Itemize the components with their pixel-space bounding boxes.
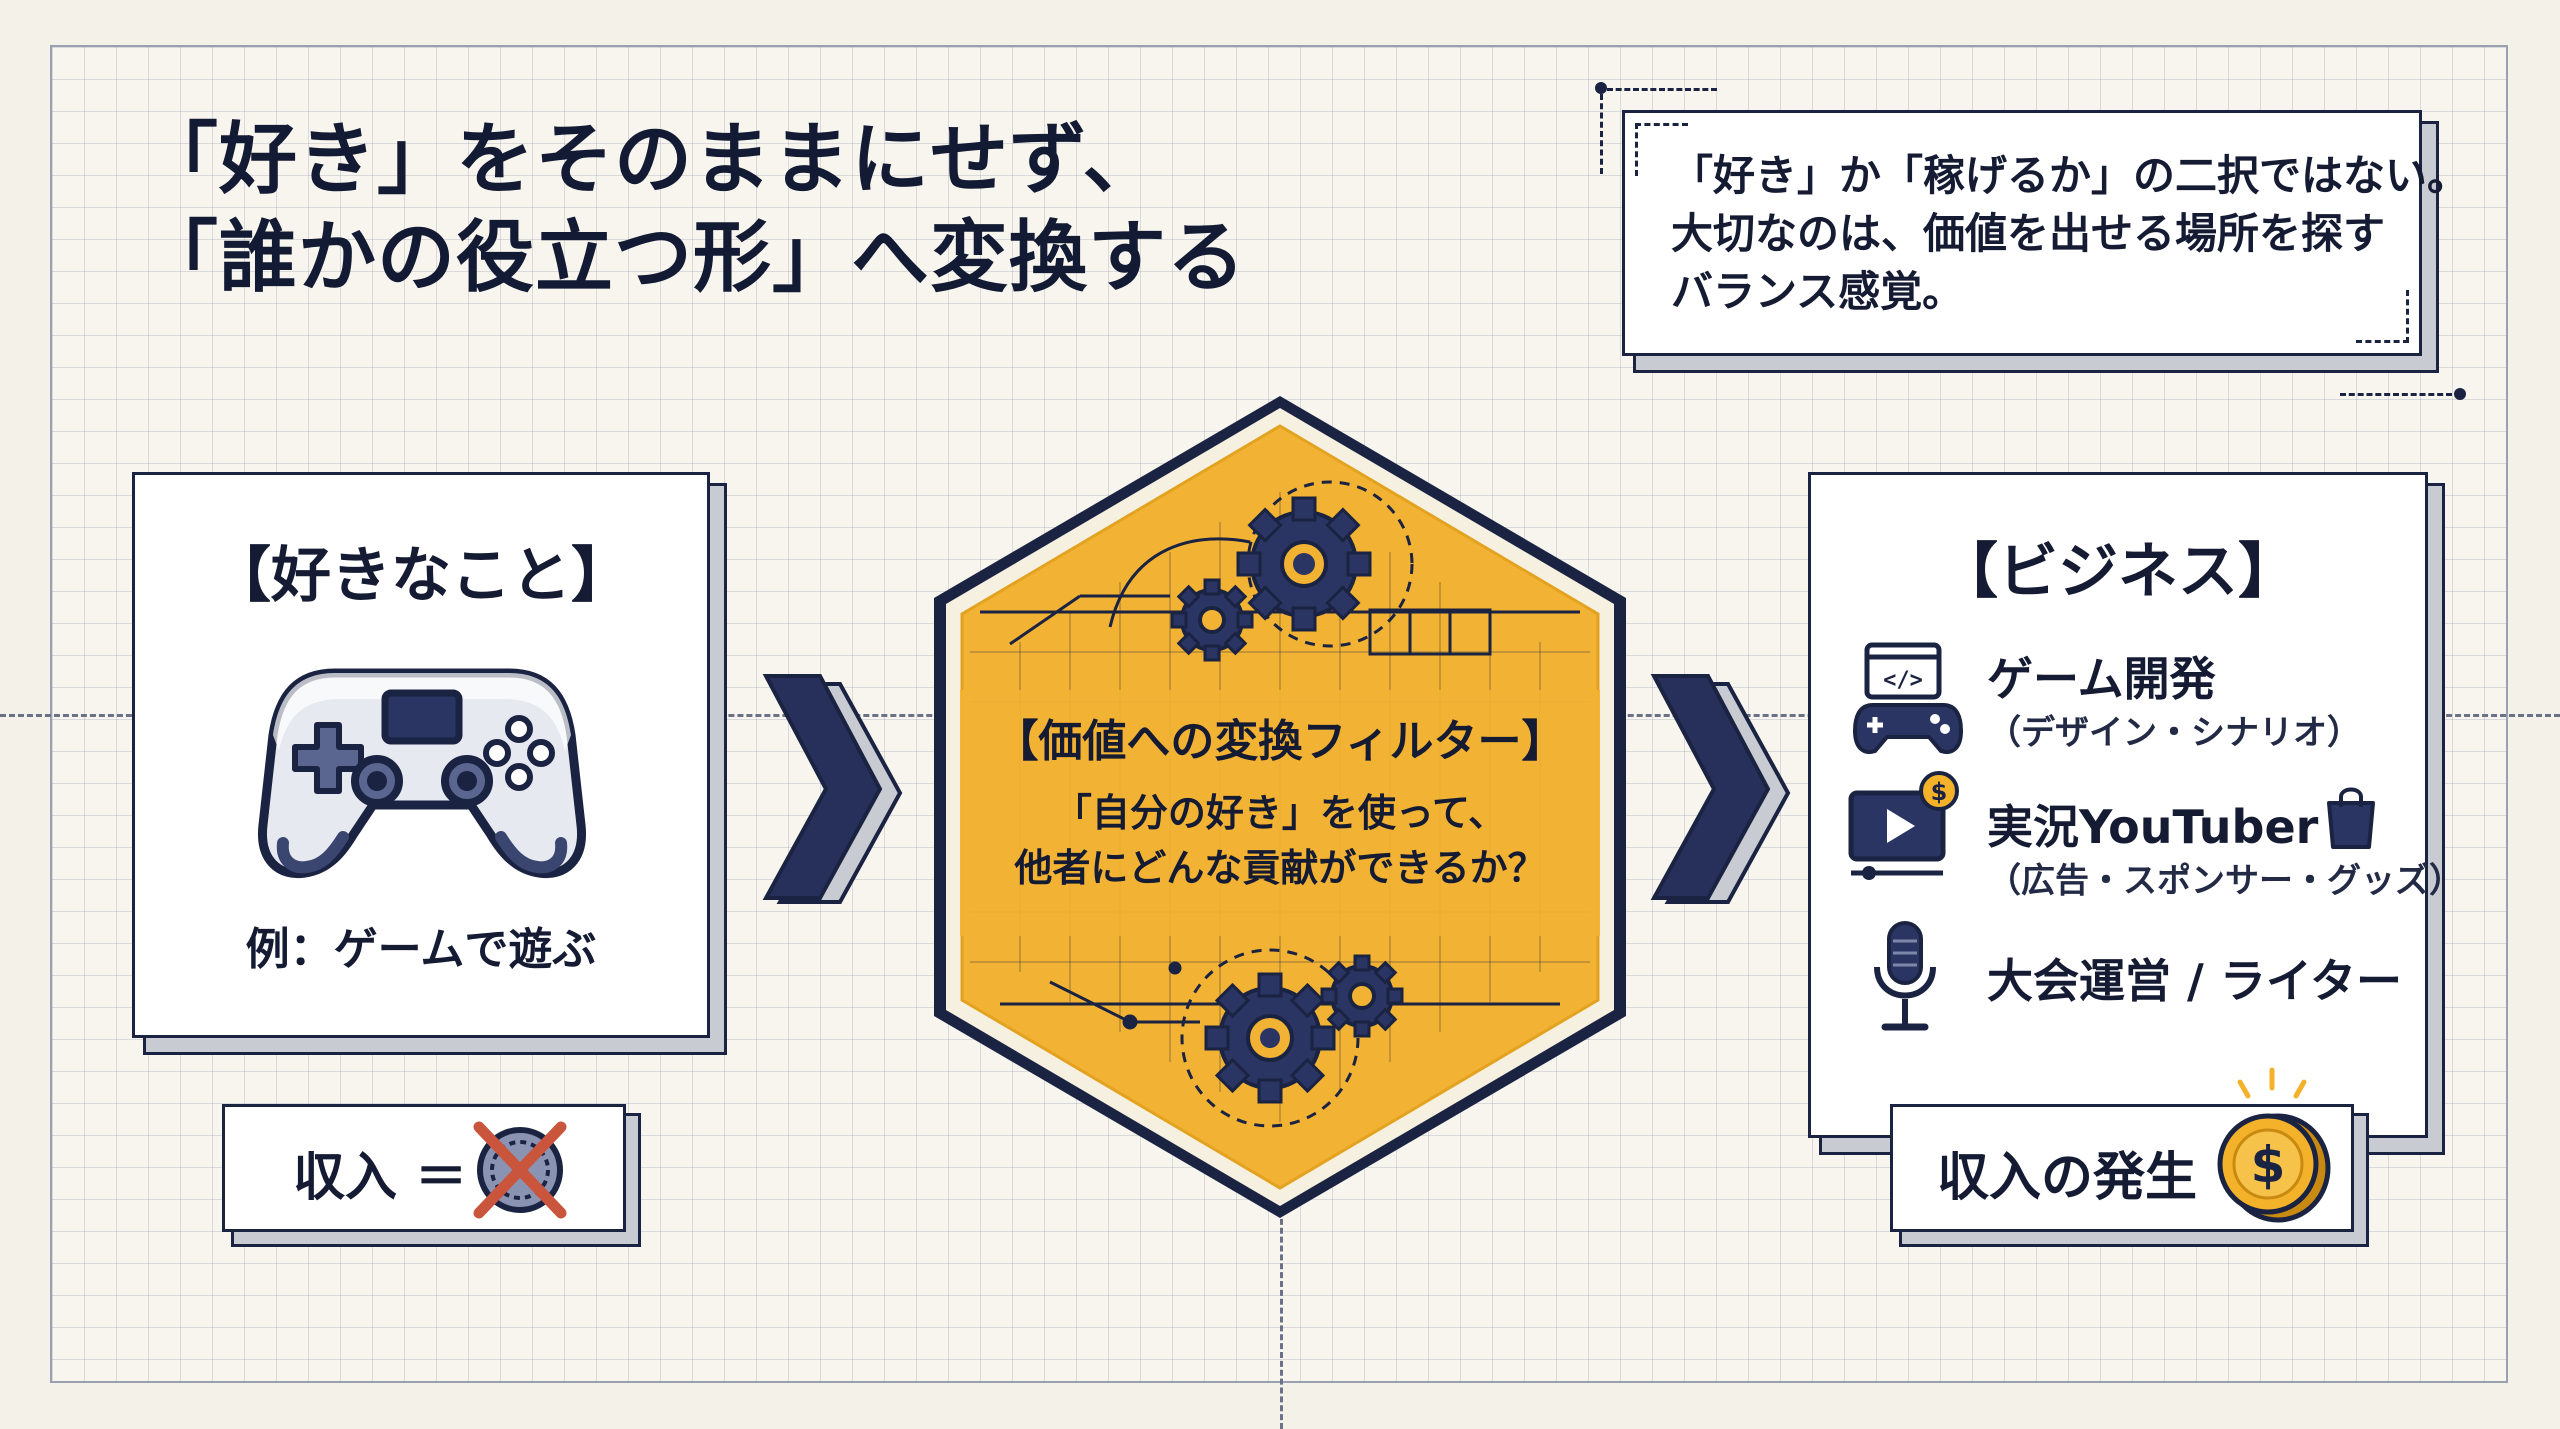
business-item-2-main: 実況YouTuber [1987,800,2319,854]
bottom-guide-line [1280,1210,1283,1429]
quote-corner-line-bottom [2340,393,2452,396]
dollar-coin-icon: $ [2217,1067,2331,1223]
no-income-pill: 収入 ＝ [222,1104,626,1232]
hobby-card: 【好きなこと】 例：ゲームで遊ぶ [132,472,710,1038]
business-item-2-sub: （広告・スポンサー・グッズ） [1987,861,2463,901]
business-item-1-sub: （デザイン・シナリオ） [1987,713,2361,753]
crossed-out-coin-icon [473,1121,567,1219]
quote-corner-line-top [1607,88,1717,91]
filter-question-line-2: 他者にどんな貢献ができるか？ [1014,846,1546,891]
business-item-1-main: ゲーム開発 [1987,652,2216,706]
quote-corner-line-top-v [1600,94,1603,174]
game-controller-icon [258,668,586,879]
income-generated-label: 収入の発生 [1937,1148,2198,1208]
hobby-card-title: 【好きなこと】 [211,541,631,611]
arrow-right-icon-left [762,674,903,904]
filter-heading: 【価値への変換フィルター】 [994,716,1566,767]
title-line-1: 「好き」をそのままにせず、 [140,115,1162,205]
page-title: 「好き」をそのままにせず、 「誰かの役立つ形」へ変換する [140,112,1246,307]
quote-corner-dot-top [1595,82,1607,94]
quote-line-2: 大切なのは、価値を出せる場所を探す [1671,208,2386,258]
no-income-label: 収入 ＝ [293,1148,468,1208]
quote-inner-bracket-br [2356,290,2409,343]
svg-text:</>: </> [1883,668,1923,693]
svg-text:$: $ [1931,778,1948,806]
gear-icon-small-bottom [1320,954,1404,1038]
gear-icon-large-top [1236,496,1372,632]
gear-icon-small-top [1170,578,1254,662]
code-window-controller-icon: </> [1853,642,1963,754]
microphone-icon [1874,921,1936,1031]
quote-line-1: 「好き」か「稼げるか」の二択ではない。 [1671,151,2470,200]
business-item-3-main: 大会運営 / ライター [1987,954,2402,1008]
quote-corner-dot-bottom [2454,388,2466,400]
filter-question-line-1: 「自分の好き」を使って、 [1053,791,1507,835]
business-card-title: 【ビジネス】 [1938,537,2298,607]
gear-icon-large-bottom [1204,972,1336,1104]
quote-inner-bracket-tl [1635,123,1688,176]
title-line-2: 「誰かの役立つ形」へ変換する [140,212,1247,303]
filter-question: 「自分の好き」を使って、 他者にどんな貢献ができるか？ [940,786,1620,896]
arrow-right-icon-right [1650,674,1791,904]
quote-box: 「好き」か「稼げるか」の二択ではない。 大切なのは、価値を出せる場所を探す バラ… [1622,110,2470,356]
quote-line-3: バランス感覚。 [1671,266,1965,316]
shopping-bag-icon [2327,787,2375,849]
hobby-card-caption: 例：ゲームで遊ぶ [245,924,597,975]
video-play-coin-icon: $ [1848,771,1959,880]
business-card: 【ビジネス】 </> ゲーム開発 （デザイン・シナリオ） $ 実況YouTube… [1808,472,2463,1138]
svg-text:$: $ [2251,1136,2286,1194]
value-filter-hexagon [934,396,1626,1218]
